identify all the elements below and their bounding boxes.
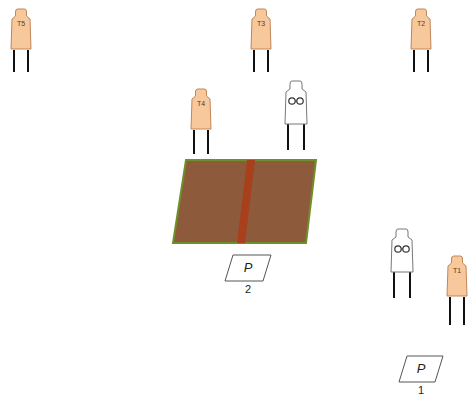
shooting-position: P1 xyxy=(398,355,444,383)
shooting-position: P2 xyxy=(224,254,272,282)
position-number: 2 xyxy=(224,283,272,295)
target-silhouette xyxy=(410,8,432,50)
target: T2 xyxy=(410,8,432,50)
target-label: T1 xyxy=(446,267,468,275)
target: T3 xyxy=(250,8,272,50)
barricade-wall xyxy=(173,160,316,243)
target: T1 xyxy=(446,255,468,297)
target-silhouette xyxy=(190,88,212,130)
no-shoot-target xyxy=(285,81,307,124)
target-silhouette xyxy=(446,255,468,297)
target: T5 xyxy=(10,8,32,50)
position-number: 1 xyxy=(398,384,444,396)
target-label: T3 xyxy=(250,20,272,28)
position-letter: P xyxy=(398,361,444,376)
target-silhouette xyxy=(250,8,272,50)
target-label: T2 xyxy=(410,20,432,28)
target-label: T4 xyxy=(190,100,212,108)
target-stands xyxy=(14,50,464,325)
target-label: T5 xyxy=(10,20,32,28)
target: T4 xyxy=(190,88,212,130)
target-silhouette xyxy=(10,8,32,50)
no-shoot-target xyxy=(391,229,413,272)
position-letter: P xyxy=(224,260,272,275)
